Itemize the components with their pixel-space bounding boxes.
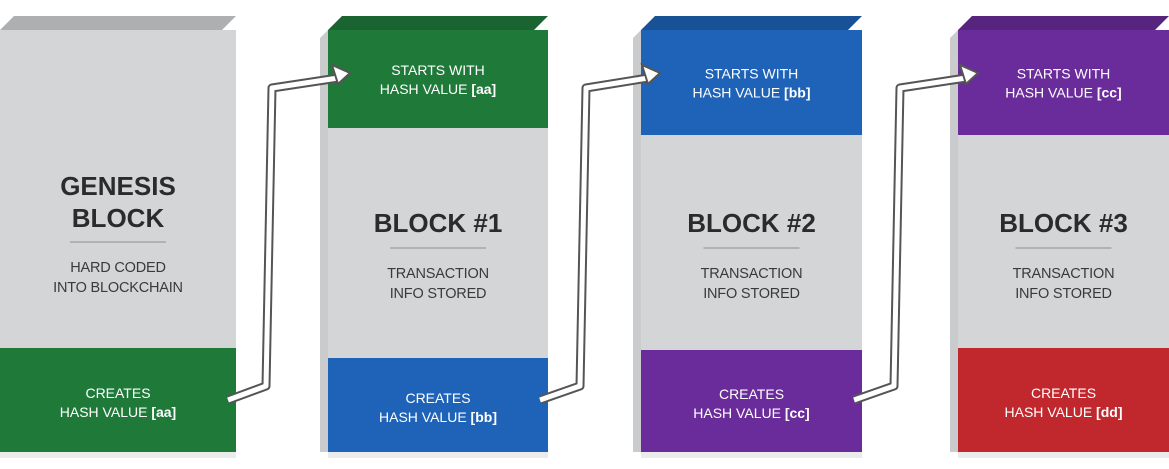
block-top-bevel	[641, 16, 862, 30]
block-subtitle: INTO BLOCKCHAIN	[53, 280, 183, 296]
creates-label: CREATES	[85, 385, 150, 401]
block-upper-face	[328, 30, 548, 128]
creates-hash: HASH VALUE [aa]	[60, 404, 176, 420]
block-block-1: BLOCK #1 TRANSACTION INFO STORED STARTS WIT…	[320, 16, 548, 458]
starts-with-hash: HASH VALUE [bb]	[693, 85, 811, 101]
starts-with-hash: HASH VALUE [cc]	[1005, 85, 1121, 101]
block-upper-face	[641, 30, 862, 135]
block-middle-face	[328, 128, 548, 358]
block-subtitle: TRANSACTION	[387, 266, 489, 282]
block-title: BLOCK	[72, 203, 165, 233]
block-subtitle: INFO STORED	[1015, 286, 1112, 302]
creates-label: CREATES	[1031, 385, 1096, 401]
hash-link-arrow	[852, 63, 980, 405]
block-top-bevel	[958, 16, 1169, 30]
hash-link-arrow	[226, 63, 352, 405]
arrow-head-icon	[958, 63, 980, 86]
block-bottom-face	[641, 350, 862, 452]
starts-with-hash: HASH VALUE [aa]	[380, 81, 496, 97]
block-side-shade	[950, 30, 958, 452]
block-subtitle: INFO STORED	[703, 286, 800, 302]
block-subtitle: HARD CODED	[70, 260, 165, 276]
creates-hash: HASH VALUE [dd]	[1005, 404, 1123, 420]
block-title: BLOCK #3	[999, 208, 1128, 238]
block-middle-face	[0, 150, 236, 348]
creates-label: CREATES	[405, 390, 470, 406]
block-block-2: BLOCK #2 TRANSACTION INFO STORED STARTS WIT…	[633, 16, 862, 458]
block-middle-face	[641, 135, 862, 350]
arrow-head-icon	[640, 63, 662, 86]
creates-label: CREATES	[719, 386, 784, 402]
creates-hash: HASH VALUE [cc]	[693, 405, 809, 421]
block-bottom-face	[0, 348, 236, 452]
block-top-bevel	[328, 16, 548, 30]
starts-with-label: STARTS WITH	[1017, 66, 1111, 82]
block-shadow	[958, 452, 1169, 458]
starts-with-label: STARTS WITH	[391, 62, 485, 78]
block-bottom-face	[328, 358, 548, 452]
block-subtitle: TRANSACTION	[701, 266, 803, 282]
block-middle-face	[958, 135, 1169, 348]
arrow-head-icon	[330, 63, 352, 86]
block-side-shade	[633, 30, 641, 452]
block-subtitle: TRANSACTION	[1013, 266, 1115, 282]
block-shadow	[328, 452, 548, 458]
block-upper-face	[0, 30, 236, 150]
block-bottom-face	[958, 348, 1169, 452]
hash-link-arrow	[538, 63, 662, 405]
starts-with-label: STARTS WITH	[705, 66, 799, 82]
block-title: BLOCK #2	[687, 208, 816, 238]
block-side-shade	[320, 30, 328, 452]
block-block-3: BLOCK #3 TRANSACTION INFO STORED STARTS WIT…	[950, 16, 1169, 458]
block-subtitle: INFO STORED	[390, 286, 487, 302]
block-top-bevel	[0, 16, 236, 30]
block-title: GENESIS	[60, 171, 176, 201]
block-shadow	[641, 452, 862, 458]
creates-hash: HASH VALUE [bb]	[379, 409, 497, 425]
block-shadow	[0, 452, 236, 458]
block-title: BLOCK #1	[374, 208, 503, 238]
block-upper-face	[958, 30, 1169, 135]
